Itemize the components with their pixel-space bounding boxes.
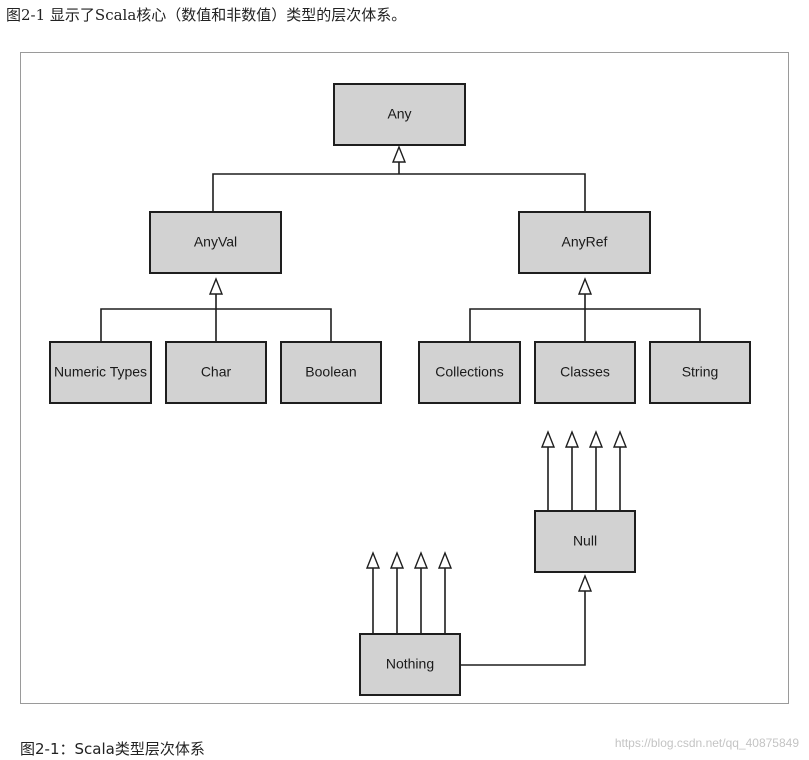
arrowhead-null — [577, 574, 593, 592]
intro-text: 图2-1 显示了Scala核心（数值和非数值）类型的层次体系。 — [6, 6, 407, 24]
type-hierarchy-diagram: Any AnyVal AnyRef Numeric Types Char Boo… — [49, 83, 751, 696]
edge-anyval-anyref-to-any — [212, 162, 586, 212]
arrowhead-null-up-4 — [612, 430, 628, 448]
node-numeric-types: Numeric Types — [49, 341, 152, 404]
node-anyval-label: AnyVal — [194, 234, 237, 250]
edge-null-upward — [547, 447, 621, 511]
edges — [100, 162, 701, 666]
node-string: String — [649, 341, 751, 404]
node-collections-label: Collections — [435, 364, 503, 380]
arrowhead-nothing-up-3 — [413, 551, 429, 569]
arrowhead-null-up-1 — [540, 430, 556, 448]
node-nothing: Nothing — [359, 633, 461, 696]
node-any-label: Any — [387, 106, 411, 122]
arrowhead-nothing-up-1 — [365, 551, 381, 569]
arrowhead-anyref — [577, 277, 593, 295]
edge-nothing-upward — [372, 568, 446, 634]
node-char-label: Char — [201, 364, 232, 380]
arrowheads — [208, 145, 628, 592]
arrowhead-nothing-up-4 — [437, 551, 453, 569]
node-any: Any — [333, 83, 466, 146]
node-boolean-label: Boolean — [305, 364, 356, 380]
node-anyref: AnyRef — [518, 211, 651, 274]
node-boolean: Boolean — [280, 341, 382, 404]
node-char: Char — [165, 341, 267, 404]
edge-nothing-to-null — [460, 591, 586, 666]
arrowhead-anyval — [208, 277, 224, 295]
node-anyref-label: AnyRef — [562, 234, 608, 250]
node-collections: Collections — [418, 341, 521, 404]
arrowhead-null-up-2 — [564, 430, 580, 448]
node-classes-label: Classes — [560, 364, 610, 380]
edge-valuetypes-to-anyval — [100, 294, 332, 342]
node-classes: Classes — [534, 341, 636, 404]
arrowhead-nothing-up-2 — [389, 551, 405, 569]
node-null: Null — [534, 510, 636, 573]
arrowhead-null-up-3 — [588, 430, 604, 448]
figure-frame — [20, 52, 789, 704]
arrowhead-any — [391, 145, 407, 163]
edge-reftypes-to-anyref — [469, 294, 701, 342]
node-nothing-label: Nothing — [386, 656, 434, 672]
node-anyval: AnyVal — [149, 211, 282, 274]
node-numeric-types-label: Numeric Types — [54, 364, 147, 380]
figure-caption: 图2-1：Scala类型层次体系 — [20, 740, 205, 758]
node-string-label: String — [682, 364, 719, 380]
node-null-label: Null — [573, 533, 597, 549]
watermark: https://blog.csdn.net/qq_40875849 — [614, 736, 799, 750]
